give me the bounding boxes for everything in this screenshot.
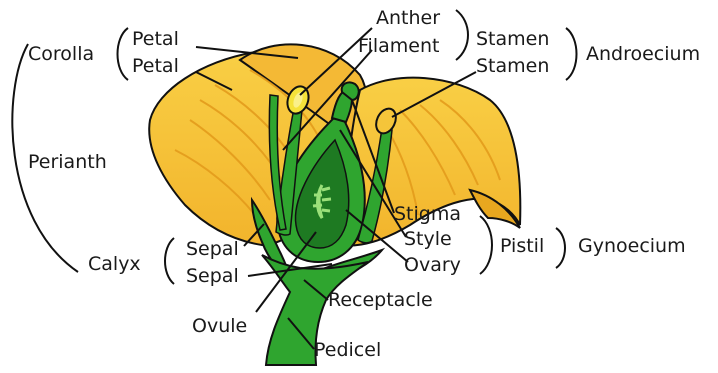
label-pedicel: Pedicel (314, 339, 381, 361)
label-sepal-2: Sepal (186, 265, 239, 287)
label-sepal-1: Sepal (186, 238, 239, 260)
label-petal-1: Petal (132, 28, 179, 50)
label-style: Style (404, 228, 452, 250)
label-calyx: Calyx (88, 253, 141, 275)
label-pistil: Pistil (500, 235, 544, 257)
label-petal-2: Petal (132, 55, 179, 77)
label-perianth: Perianth (28, 151, 107, 173)
label-stigma: Stigma (394, 203, 461, 225)
label-receptacle: Receptacle (328, 289, 433, 311)
label-filament: Filament (358, 35, 439, 57)
label-stamen-2: Stamen (476, 55, 549, 77)
label-ovule: Ovule (192, 315, 247, 337)
label-gynoecium: Gynoecium (578, 235, 686, 257)
label-stamen-1: Stamen (476, 28, 549, 50)
label-ovary: Ovary (404, 254, 461, 276)
label-androecium: Androecium (586, 43, 700, 65)
label-corolla: Corolla (28, 43, 94, 65)
label-anther: Anther (376, 7, 440, 29)
